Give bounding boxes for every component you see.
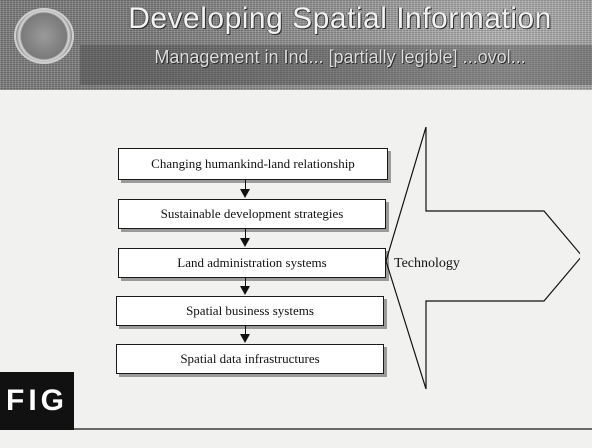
footer-divider [74, 428, 592, 430]
step-box-3: Land administration systems [118, 248, 386, 278]
step-box-1: Changing humankind-land relationship [118, 148, 388, 180]
arrow-down-icon [240, 238, 250, 247]
fig-logo-text: FIG [6, 384, 68, 417]
arrow-down-icon [240, 334, 250, 343]
step-label-2: Sustainable development strategies [160, 206, 344, 221]
step-label-3: Land administration systems [177, 255, 327, 270]
fig-logo: FIG [0, 372, 74, 430]
arrow-line-4 [245, 326, 246, 335]
technology-arrow-shape [385, 126, 580, 390]
banner-subtitle-band [80, 45, 592, 85]
technology-label: Technology [394, 256, 460, 271]
step-box-5: Spatial data infrastructures [116, 344, 384, 374]
step-label-4: Spatial business systems [186, 303, 314, 318]
seal-logo-icon [14, 8, 74, 64]
arrow-down-icon [240, 189, 250, 198]
slide-subtitle: Management in Ind... [partially legible]… [154, 47, 526, 67]
step-box-2: Sustainable development strategies [118, 199, 386, 229]
arrow-line-2 [245, 229, 246, 239]
arrow-line-3 [245, 278, 246, 287]
step-box-4: Spatial business systems [116, 296, 384, 326]
step-label-5: Spatial data infrastructures [180, 351, 320, 366]
slide-title: Developing Spatial Information [128, 2, 552, 35]
arrow-line-1 [245, 180, 246, 190]
title-banner: Developing Spatial Information Managemen… [0, 0, 592, 90]
arrow-down-icon [240, 286, 250, 295]
step-label-1: Changing humankind-land relationship [151, 156, 355, 171]
